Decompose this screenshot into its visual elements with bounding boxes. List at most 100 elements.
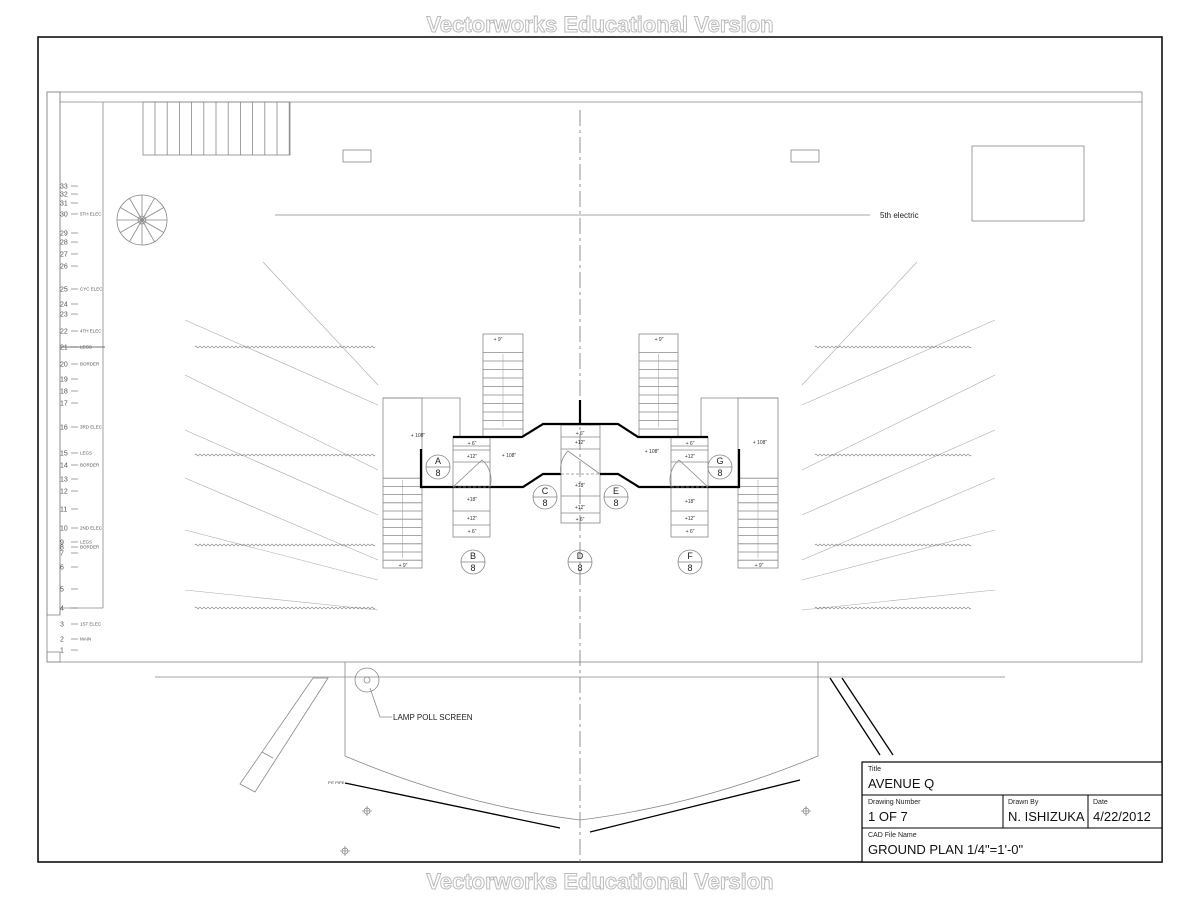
lineset-label: LEGS <box>80 451 92 456</box>
date-label: Date <box>1093 799 1108 806</box>
title-label: Title <box>868 766 881 773</box>
lineset-number: 10 <box>60 526 68 533</box>
unit-marker-g: G8 <box>707 454 733 480</box>
offstage-unit-right <box>971 145 1085 222</box>
dim-label: +12" <box>575 505 585 511</box>
unit-number: 8 <box>613 498 618 508</box>
lineset-label: CYC ELEC <box>80 287 103 292</box>
unit-letter: C <box>542 486 549 496</box>
dim-label: + 9" <box>399 563 408 569</box>
watermark-top: Vectorworks Educational Version <box>426 12 773 37</box>
lineset-number: 23 <box>60 312 68 319</box>
lineset-number: 26 <box>60 264 68 271</box>
drawing-number-label: Drawing Number <box>868 799 921 806</box>
lineset-label: BORDER <box>80 545 100 550</box>
unit-number: 8 <box>435 468 440 478</box>
stage-outline <box>46 91 1143 663</box>
drawing-number: 1 OF 7 <box>868 809 908 824</box>
lineset-number: 15 <box>60 451 68 458</box>
lineset-number: 12 <box>60 489 68 496</box>
lineset-number: 25 <box>60 287 68 294</box>
dim-label: +12" <box>467 454 477 460</box>
lineset-number: 24 <box>60 302 68 309</box>
lineset-number: 13 <box>60 477 68 484</box>
lineset-number: 5 <box>60 587 64 594</box>
lineset-label: 2ND ELEC <box>80 526 103 531</box>
lineset-number: 32 <box>60 192 68 199</box>
platform-set <box>382 333 779 569</box>
unit-letter: B <box>470 551 476 561</box>
unit-marker-c: C8 <box>532 484 558 510</box>
lineset-number: 19 <box>60 377 68 384</box>
lineset-number: 3 <box>60 622 64 629</box>
spiral-stair <box>116 194 168 246</box>
lineset-label: 4TH ELEC <box>80 329 102 334</box>
lineset-number: 11 <box>60 507 67 514</box>
lineset-label: BORDER <box>80 463 100 468</box>
dim-label: + 6" <box>576 431 585 437</box>
dim-label: +18" <box>685 499 695 505</box>
lamp-poll-screen-label: LAMP POLL SCREEN <box>393 713 473 722</box>
cad-file-label: CAD File Name <box>868 832 917 839</box>
unit-marker-e: E8 <box>603 484 629 510</box>
lineset-number: 17 <box>60 401 68 408</box>
masking-legs <box>184 261 996 611</box>
drawing-title: AVENUE Q <box>868 776 934 791</box>
dim-label: +12" <box>467 516 477 522</box>
lineset-number: 16 <box>60 425 68 432</box>
dim-label: + 9" <box>655 337 664 343</box>
lineset-number: 8 <box>60 545 64 552</box>
unit-marker-b: B8 <box>460 549 486 575</box>
unit-marker-a: A8 <box>425 454 451 480</box>
apron <box>155 662 1005 833</box>
dimension-labels: + 9" + 9" + 108" + 108" + 108" + 108" + … <box>399 337 768 569</box>
cad-file-name: GROUND PLAN 1/4"=1'-0" <box>868 842 1024 857</box>
lineset-number: 7 <box>60 551 64 558</box>
drawn-by-label: Drawn By <box>1008 799 1039 806</box>
upstage-box-left <box>342 149 372 163</box>
lineset-number: 30 <box>60 212 68 219</box>
lineset-label: 5TH ELEC <box>80 212 102 217</box>
title-block: Title AVENUE Q Drawing Number 1 OF 7 Dra… <box>861 761 1163 863</box>
unit-number: 8 <box>717 468 722 478</box>
unit-letter: D <box>577 551 584 561</box>
lineset-label: 3RD ELEC <box>80 425 103 430</box>
unit-number: 8 <box>470 563 475 573</box>
dim-label: + 9" <box>494 337 503 343</box>
dim-label: +18" <box>467 497 477 503</box>
lineset-number: 6 <box>60 565 64 572</box>
dim-label: + 6" <box>576 517 585 523</box>
unit-marker-f: F8 <box>677 549 703 575</box>
unit-number: 8 <box>577 563 582 573</box>
lineset-number: 2 <box>60 637 64 644</box>
dim-label: + 6" <box>468 441 477 447</box>
lineset-label: BORDER <box>80 362 100 367</box>
unit-letter: A <box>435 456 441 466</box>
lineset-number: 29 <box>60 231 68 238</box>
dim-label: +12" <box>685 454 695 460</box>
dim-label: +12" <box>685 516 695 522</box>
lineset-number: 20 <box>60 362 68 369</box>
crosshair-markers <box>340 806 811 856</box>
dim-label: +12" <box>575 440 585 446</box>
lineset-label: MAIN <box>80 637 91 642</box>
dim-label: + 6" <box>686 529 695 535</box>
lineset-label: 1ST ELEC <box>80 622 102 627</box>
unit-marker-d: D8 <box>567 549 593 575</box>
unit-number: 8 <box>687 563 692 573</box>
fifth-electric-label: 5th electric <box>880 211 919 220</box>
dim-label: +18" <box>575 483 585 489</box>
lineset-number: 31 <box>60 201 68 208</box>
lineset-number: 14 <box>60 463 68 470</box>
lineset-label: LEGS <box>80 540 92 545</box>
lineset-number: 21 <box>60 345 68 352</box>
unit-number: 8 <box>542 498 547 508</box>
watermark-bottom: Vectorworks Educational Version <box>426 869 773 894</box>
lineset-number: 28 <box>60 240 68 247</box>
upstage-box-right <box>790 149 820 163</box>
dim-label: + 6" <box>686 441 695 447</box>
upstage-stair <box>142 101 291 156</box>
